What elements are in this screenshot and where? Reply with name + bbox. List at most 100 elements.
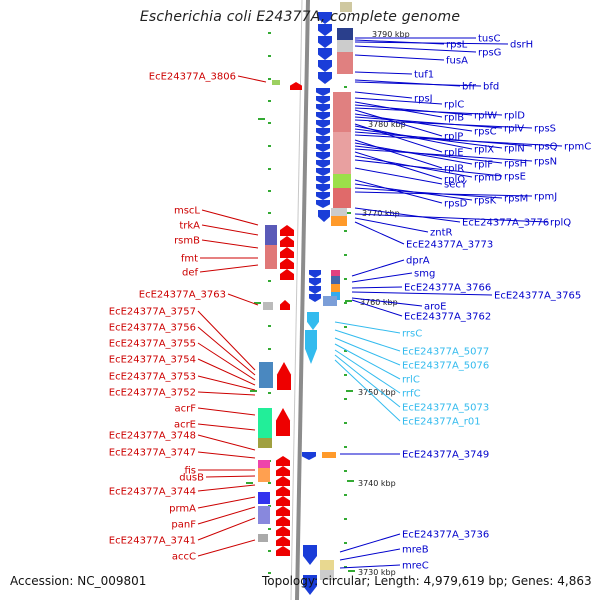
gene-arrow-reverse bbox=[316, 136, 330, 144]
label-leader bbox=[354, 142, 473, 165]
gene-label: EcE24377A_3736 bbox=[402, 530, 489, 541]
gene-label: rpsG bbox=[478, 48, 501, 59]
gene-arrow-reverse bbox=[307, 312, 319, 330]
label-leader bbox=[197, 496, 256, 509]
gene-arrow-forward bbox=[276, 526, 290, 536]
gene-block bbox=[322, 452, 336, 458]
tick-mark bbox=[268, 100, 271, 102]
gene-label: rpmJ bbox=[534, 192, 557, 203]
gene-label: rpsN bbox=[534, 157, 557, 168]
label-leader bbox=[354, 104, 473, 116]
gene-label: EcE24377A_5073 bbox=[402, 403, 489, 414]
gene-block bbox=[323, 296, 337, 306]
gene-label: rplC bbox=[444, 100, 464, 111]
gene-label: accC bbox=[172, 552, 196, 563]
tick-mark bbox=[344, 254, 347, 256]
gene-label: fmt bbox=[181, 254, 198, 265]
label-leader bbox=[354, 41, 509, 45]
map-title: Escherichia coli E24377A, complete genom… bbox=[139, 9, 461, 25]
label-leader bbox=[197, 310, 256, 371]
label-leader bbox=[354, 101, 443, 118]
gene-label: rplF bbox=[474, 160, 493, 171]
gene-label: rpmC bbox=[564, 142, 591, 153]
gene-block bbox=[331, 270, 340, 276]
label-leader bbox=[354, 109, 443, 137]
gene-label: EcE24377A_3749 bbox=[402, 450, 489, 461]
label-leader bbox=[354, 45, 477, 53]
label-leader bbox=[201, 209, 259, 226]
label-leader bbox=[351, 259, 405, 277]
tick-mark bbox=[250, 390, 257, 392]
gene-label: EcE24377A_3747 bbox=[109, 448, 196, 459]
tick-mark bbox=[246, 482, 253, 484]
tick-mark bbox=[348, 570, 355, 572]
gene-arrow-reverse bbox=[318, 48, 332, 60]
gene-label: rpsD bbox=[444, 199, 468, 210]
topology-text: Topology: circular; Length: 4,979,619 bp… bbox=[262, 574, 592, 588]
gene-block bbox=[337, 40, 353, 52]
gene-label: trkA bbox=[179, 221, 200, 232]
kbp-label: 3740 kbp bbox=[358, 479, 396, 488]
gene-arrow-reverse bbox=[318, 72, 332, 84]
gene-block bbox=[337, 28, 353, 40]
label-leader bbox=[354, 151, 443, 180]
gene-label: rpsE bbox=[504, 172, 526, 183]
gene-block bbox=[258, 492, 270, 504]
gene-label: rpmD bbox=[474, 173, 502, 184]
gene-arrow-forward bbox=[276, 506, 290, 516]
gene-label: rplP bbox=[444, 132, 463, 143]
gene-block bbox=[258, 408, 272, 438]
label-leader bbox=[354, 139, 443, 169]
label-leader bbox=[354, 179, 443, 204]
gene-block bbox=[337, 52, 353, 74]
label-leader bbox=[339, 564, 401, 569]
label-leader bbox=[197, 434, 256, 451]
label-leader bbox=[354, 145, 503, 164]
gene-label: dprA bbox=[406, 256, 430, 267]
label-leader bbox=[334, 354, 401, 408]
tick-mark bbox=[347, 480, 354, 482]
label-leader bbox=[351, 272, 413, 283]
gene-arrow-reverse bbox=[318, 12, 332, 24]
label-leader bbox=[354, 207, 461, 223]
gene-block bbox=[272, 80, 280, 85]
gene-arrow-reverse bbox=[303, 575, 317, 595]
tick-mark bbox=[268, 168, 271, 170]
label-leader bbox=[199, 264, 259, 273]
label-leader bbox=[354, 191, 533, 197]
label-leader bbox=[351, 297, 423, 307]
gene-label: smg bbox=[414, 269, 435, 280]
gene-label: EcE24377A_3763 bbox=[139, 290, 226, 301]
gene-label: acrF bbox=[175, 404, 197, 415]
label-leader bbox=[205, 475, 256, 478]
label-leader bbox=[197, 484, 256, 492]
gene-arrow-reverse bbox=[316, 176, 330, 184]
gene-label: EcE24377A_3766 bbox=[404, 283, 491, 294]
label-leader bbox=[354, 81, 482, 87]
gene-arrow-reverse bbox=[309, 278, 321, 286]
gene-label: tusC bbox=[478, 34, 500, 45]
gene-arrow-reverse bbox=[318, 210, 330, 222]
gene-arrow-forward bbox=[276, 486, 290, 496]
genome-axis-line bbox=[295, 0, 310, 600]
gene-arrow-reverse bbox=[302, 452, 316, 460]
label-leader bbox=[334, 359, 401, 422]
label-leader bbox=[354, 148, 533, 162]
label-leader bbox=[197, 342, 256, 381]
tick-mark bbox=[344, 494, 347, 496]
gene-arrow-forward bbox=[276, 516, 290, 526]
gene-arrow-forward bbox=[276, 476, 290, 486]
gene-label: rplD bbox=[504, 111, 525, 122]
label-leader bbox=[354, 167, 443, 185]
gene-label: def bbox=[182, 268, 199, 279]
label-leader bbox=[354, 217, 429, 233]
gene-label: aroE bbox=[424, 302, 446, 313]
label-leader bbox=[354, 91, 413, 99]
label-leader bbox=[201, 239, 259, 249]
gene-arrow-reverse bbox=[316, 200, 330, 208]
gene-label: rplE bbox=[444, 148, 464, 159]
label-leader bbox=[354, 134, 563, 147]
gene-block bbox=[331, 284, 340, 292]
accession-text: Accession: NC_009801 bbox=[10, 574, 147, 588]
label-leader bbox=[334, 329, 401, 352]
